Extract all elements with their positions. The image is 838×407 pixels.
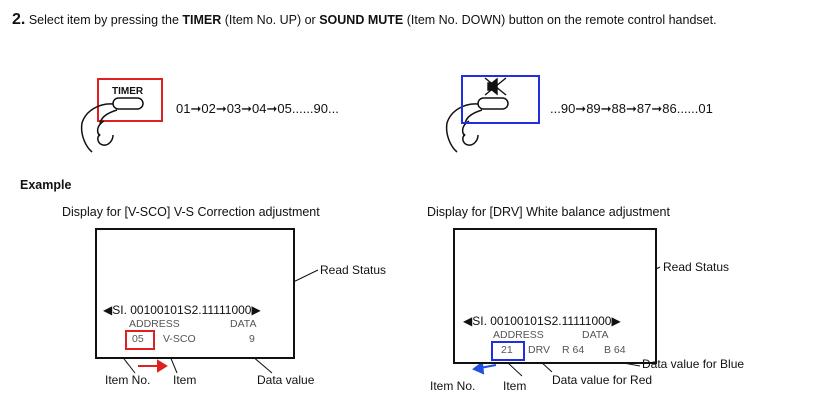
instruction-part1: Select item by pressing the	[25, 13, 183, 27]
timer-button-label: TIMER	[112, 86, 144, 97]
left-example-heading: Display for [V-SCO] V-S Correction adjus…	[62, 205, 320, 219]
left-callout-read-status: Read Status	[320, 263, 387, 277]
mute-button-box	[461, 75, 540, 124]
left-item-no-box	[125, 330, 155, 350]
left-callout-data-value: Data value	[257, 373, 315, 387]
timer-button-box	[97, 78, 163, 122]
hand-left-icon	[80, 97, 144, 153]
hand-right-icon	[445, 97, 509, 153]
instruction-text: 2. Select item by pressing the TIMER (It…	[12, 12, 827, 28]
instruction-part3: (Item No. DOWN) button on the remote con…	[403, 13, 717, 27]
right-item-no-box	[491, 341, 525, 361]
right-callout-item: Item	[503, 379, 527, 393]
left-data-label: DATA	[230, 318, 257, 330]
left-item-no: 05	[132, 333, 144, 345]
instruction-part2: (Item No. UP) or	[221, 13, 320, 27]
right-value-red: R 64	[562, 344, 585, 356]
instruction-timer: TIMER	[182, 13, 222, 27]
right-address-label: ADDRESS	[493, 329, 544, 341]
right-callout-blue: Data value for Blue	[642, 357, 745, 371]
right-item-no: 21	[501, 344, 513, 356]
left-sequence: 01➞02➞03➞04➞05......90...	[176, 101, 339, 116]
right-callout-red: Data value for Red	[552, 373, 653, 387]
right-data-label: DATA	[582, 329, 609, 341]
left-callout-item: Item	[173, 373, 197, 387]
right-example-heading: Display for [DRV] White balance adjustme…	[427, 205, 670, 219]
step-number: 2.	[12, 11, 26, 28]
sound-mute-icon	[484, 77, 507, 96]
left-item-arrow	[138, 359, 168, 373]
right-status-line: ◀SI. 00100101S2.11111000▶	[463, 314, 621, 328]
right-callout-read-status: Read Status	[663, 260, 730, 274]
right-display-screen	[453, 228, 657, 364]
left-status-line: ◀SI. 00100101S2.11111000▶	[103, 303, 261, 317]
left-callout-item-no: Item No.	[105, 373, 151, 387]
right-callout-item-no: Item No.	[430, 379, 476, 393]
right-sequence: ...90➞89➞88➞87➞86......01	[550, 101, 713, 116]
left-address-label: ADDRESS	[129, 318, 180, 330]
left-display-screen	[95, 228, 295, 359]
example-label: Example	[20, 178, 72, 192]
right-value-blue: B 64	[604, 344, 626, 356]
left-item: V-SCO	[163, 333, 196, 345]
left-value: 9	[249, 333, 255, 345]
right-item: DRV	[528, 344, 550, 356]
instruction-mute: SOUND MUTE	[319, 13, 404, 27]
right-item-arrow	[472, 361, 497, 375]
